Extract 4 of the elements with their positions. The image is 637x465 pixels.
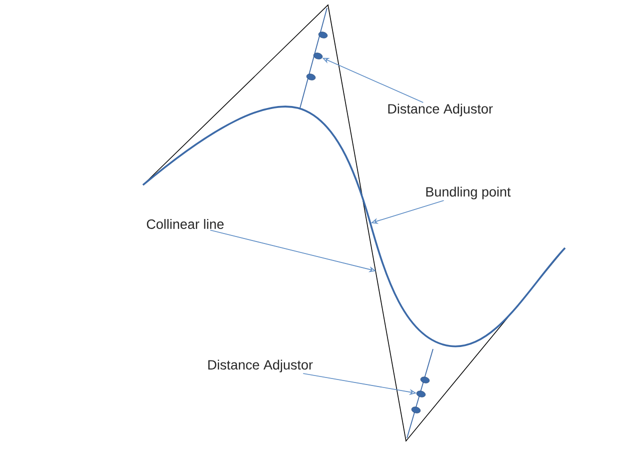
callout-label: Collinear line <box>146 219 224 229</box>
callout-label: Distance Adjustor <box>208 360 313 372</box>
callout-label: Distance Adjustor <box>388 104 493 116</box>
callout-label: Bundling point <box>426 186 511 200</box>
